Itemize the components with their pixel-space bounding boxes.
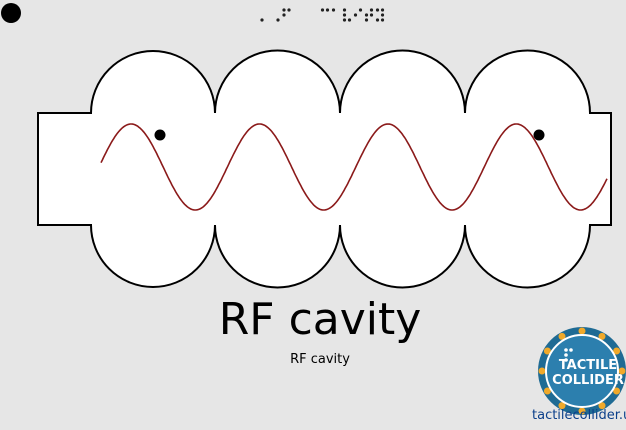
logo-ring-dot (543, 347, 551, 355)
braille-dot (364, 18, 369, 22)
braille-dot (369, 13, 374, 17)
braille-dot (342, 8, 347, 12)
tactile-collider-logo: TACTILE COLLIDER (538, 327, 626, 415)
braille-dot (282, 8, 286, 12)
braille-dot (325, 8, 330, 12)
logo-ring-dot (543, 387, 551, 395)
website-link[interactable]: tactilecollider.uk (532, 408, 626, 423)
braille-dot (347, 18, 352, 22)
logo-ring-dot (598, 332, 606, 340)
orientation-dot (1, 3, 21, 23)
braille-dot (375, 8, 380, 12)
logo-line-1: TACTILE (559, 358, 617, 373)
braille-dot (364, 13, 369, 17)
diagram-title: RF cavity (218, 294, 422, 345)
braille-dot (282, 13, 286, 17)
braille-dot (380, 18, 385, 22)
logo-ring-dot (578, 327, 586, 335)
braille-dot (287, 8, 291, 12)
braille-dot (331, 8, 336, 12)
logo-ring-dot (578, 407, 586, 415)
logo-ring-dot (613, 347, 621, 355)
braille-dot (260, 18, 264, 22)
logo-line-2: COLLIDER (552, 373, 624, 388)
braille-dot (380, 8, 385, 12)
logo-ring-dot (598, 402, 606, 410)
braille-dot (358, 8, 363, 12)
braille-dot (342, 13, 347, 17)
logo-ring-dot (538, 367, 546, 375)
braille-dot (369, 8, 374, 12)
braille-dot (276, 18, 280, 22)
logo-ring-dot (558, 332, 566, 340)
braille-dot (342, 18, 347, 22)
braille-dot (375, 18, 380, 22)
braille-dot (320, 8, 325, 12)
particle (533, 129, 545, 141)
rf-wave (100, 123, 608, 211)
braille-dot (380, 13, 385, 17)
cavity-outline (37, 49, 612, 289)
logo-ring-dot (558, 402, 566, 410)
braille-dot (353, 13, 358, 17)
diagram-subtitle: RF cavity (290, 352, 350, 367)
logo-ring-dot (618, 367, 626, 375)
particle (154, 129, 166, 141)
logo-ring-dot (613, 387, 621, 395)
braille-label (260, 8, 385, 22)
